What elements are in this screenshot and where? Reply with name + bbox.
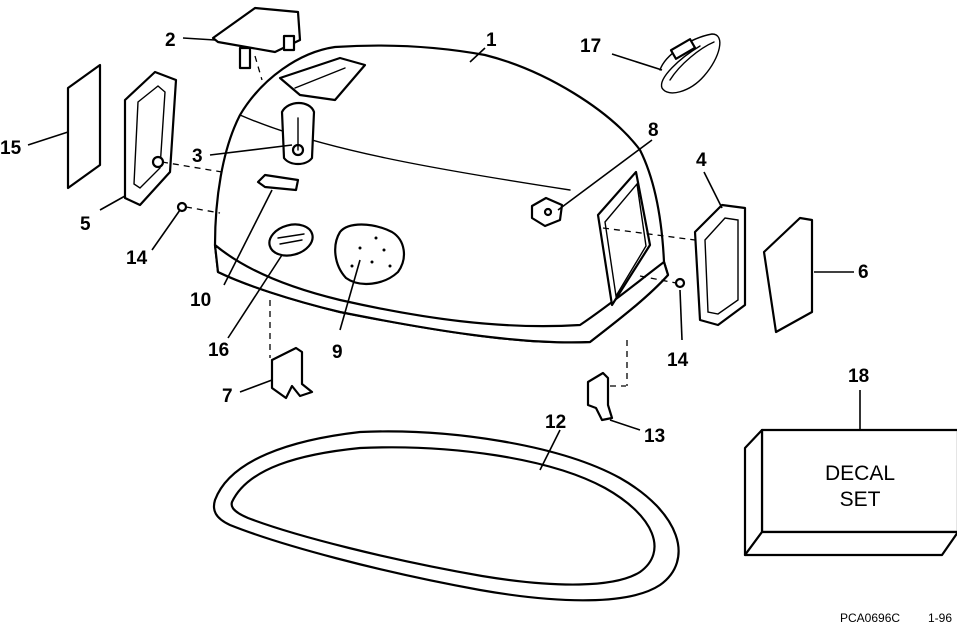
decal-label-line1: DECAL [825, 462, 895, 485]
leader-lines [27, 37, 861, 471]
figure-date: 1-96 [928, 611, 952, 625]
decal-box [743, 428, 957, 557]
callout-16: 16 [208, 340, 229, 361]
callout-14-left: 14 [126, 248, 148, 269]
callout-1: 1 [486, 30, 497, 51]
mount-bracket-left [270, 346, 314, 400]
assembly-lines [161, 55, 696, 387]
screw-right [674, 277, 686, 289]
callout-3: 3 [192, 146, 203, 167]
callout-10: 10 [190, 290, 211, 311]
callout-2: 2 [165, 30, 176, 51]
grommet [530, 196, 564, 228]
engine-cover [213, 44, 670, 344]
callout-8: 8 [648, 120, 659, 141]
wire-harness [659, 33, 721, 94]
vent-cover [211, 6, 302, 70]
callout-6: 6 [858, 262, 869, 283]
latch-bracket [280, 101, 316, 166]
window-frame [693, 203, 747, 327]
callout-9: 9 [332, 342, 343, 363]
latch-clip [256, 173, 300, 192]
callout-15: 15 [0, 138, 22, 159]
mount-bracket-right [586, 371, 614, 422]
callout-4: 4 [696, 150, 707, 171]
window-panel [762, 216, 814, 334]
callout-13: 13 [644, 426, 665, 447]
callout-5: 5 [80, 214, 91, 235]
callout-17: 17 [580, 36, 601, 57]
side-insert [66, 63, 102, 190]
foam-pad [334, 223, 406, 286]
cover-seal [212, 430, 680, 602]
decal-label-line2: SET [840, 488, 881, 511]
side-panel-frame [123, 70, 178, 207]
figure-code: PCA0696C [840, 611, 900, 625]
callout-7: 7 [222, 386, 233, 407]
callout-14-right: 14 [667, 350, 689, 371]
emblem [268, 223, 314, 257]
callout-12: 12 [545, 412, 566, 433]
callout-18: 18 [848, 366, 869, 387]
